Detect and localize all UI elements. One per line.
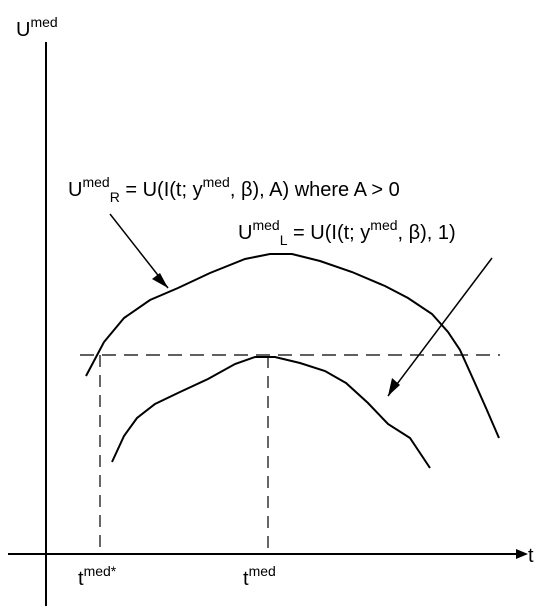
tick-label-tmed-star: tmed* [78, 563, 117, 590]
arrow-to-lower-curve [387, 257, 493, 397]
x-axis-arrowhead [516, 549, 528, 559]
x-axis-label: t [528, 545, 534, 567]
curve-u-med-l [111, 356, 431, 469]
equation-u-med-l: UmedL = U(I(t; ymed, β), 1) [238, 217, 456, 248]
curve-u-med-r [85, 253, 500, 439]
y-axis-label: Umed [16, 14, 58, 41]
arrow-to-upper-curve-head [152, 273, 168, 288]
equation-u-med-r: UmedR = U(I(t; ymed, β), A) where A > 0 [68, 174, 400, 205]
arrow-to-lower-curve-head [388, 378, 400, 396]
tick-label-tmed: tmed [243, 563, 276, 590]
